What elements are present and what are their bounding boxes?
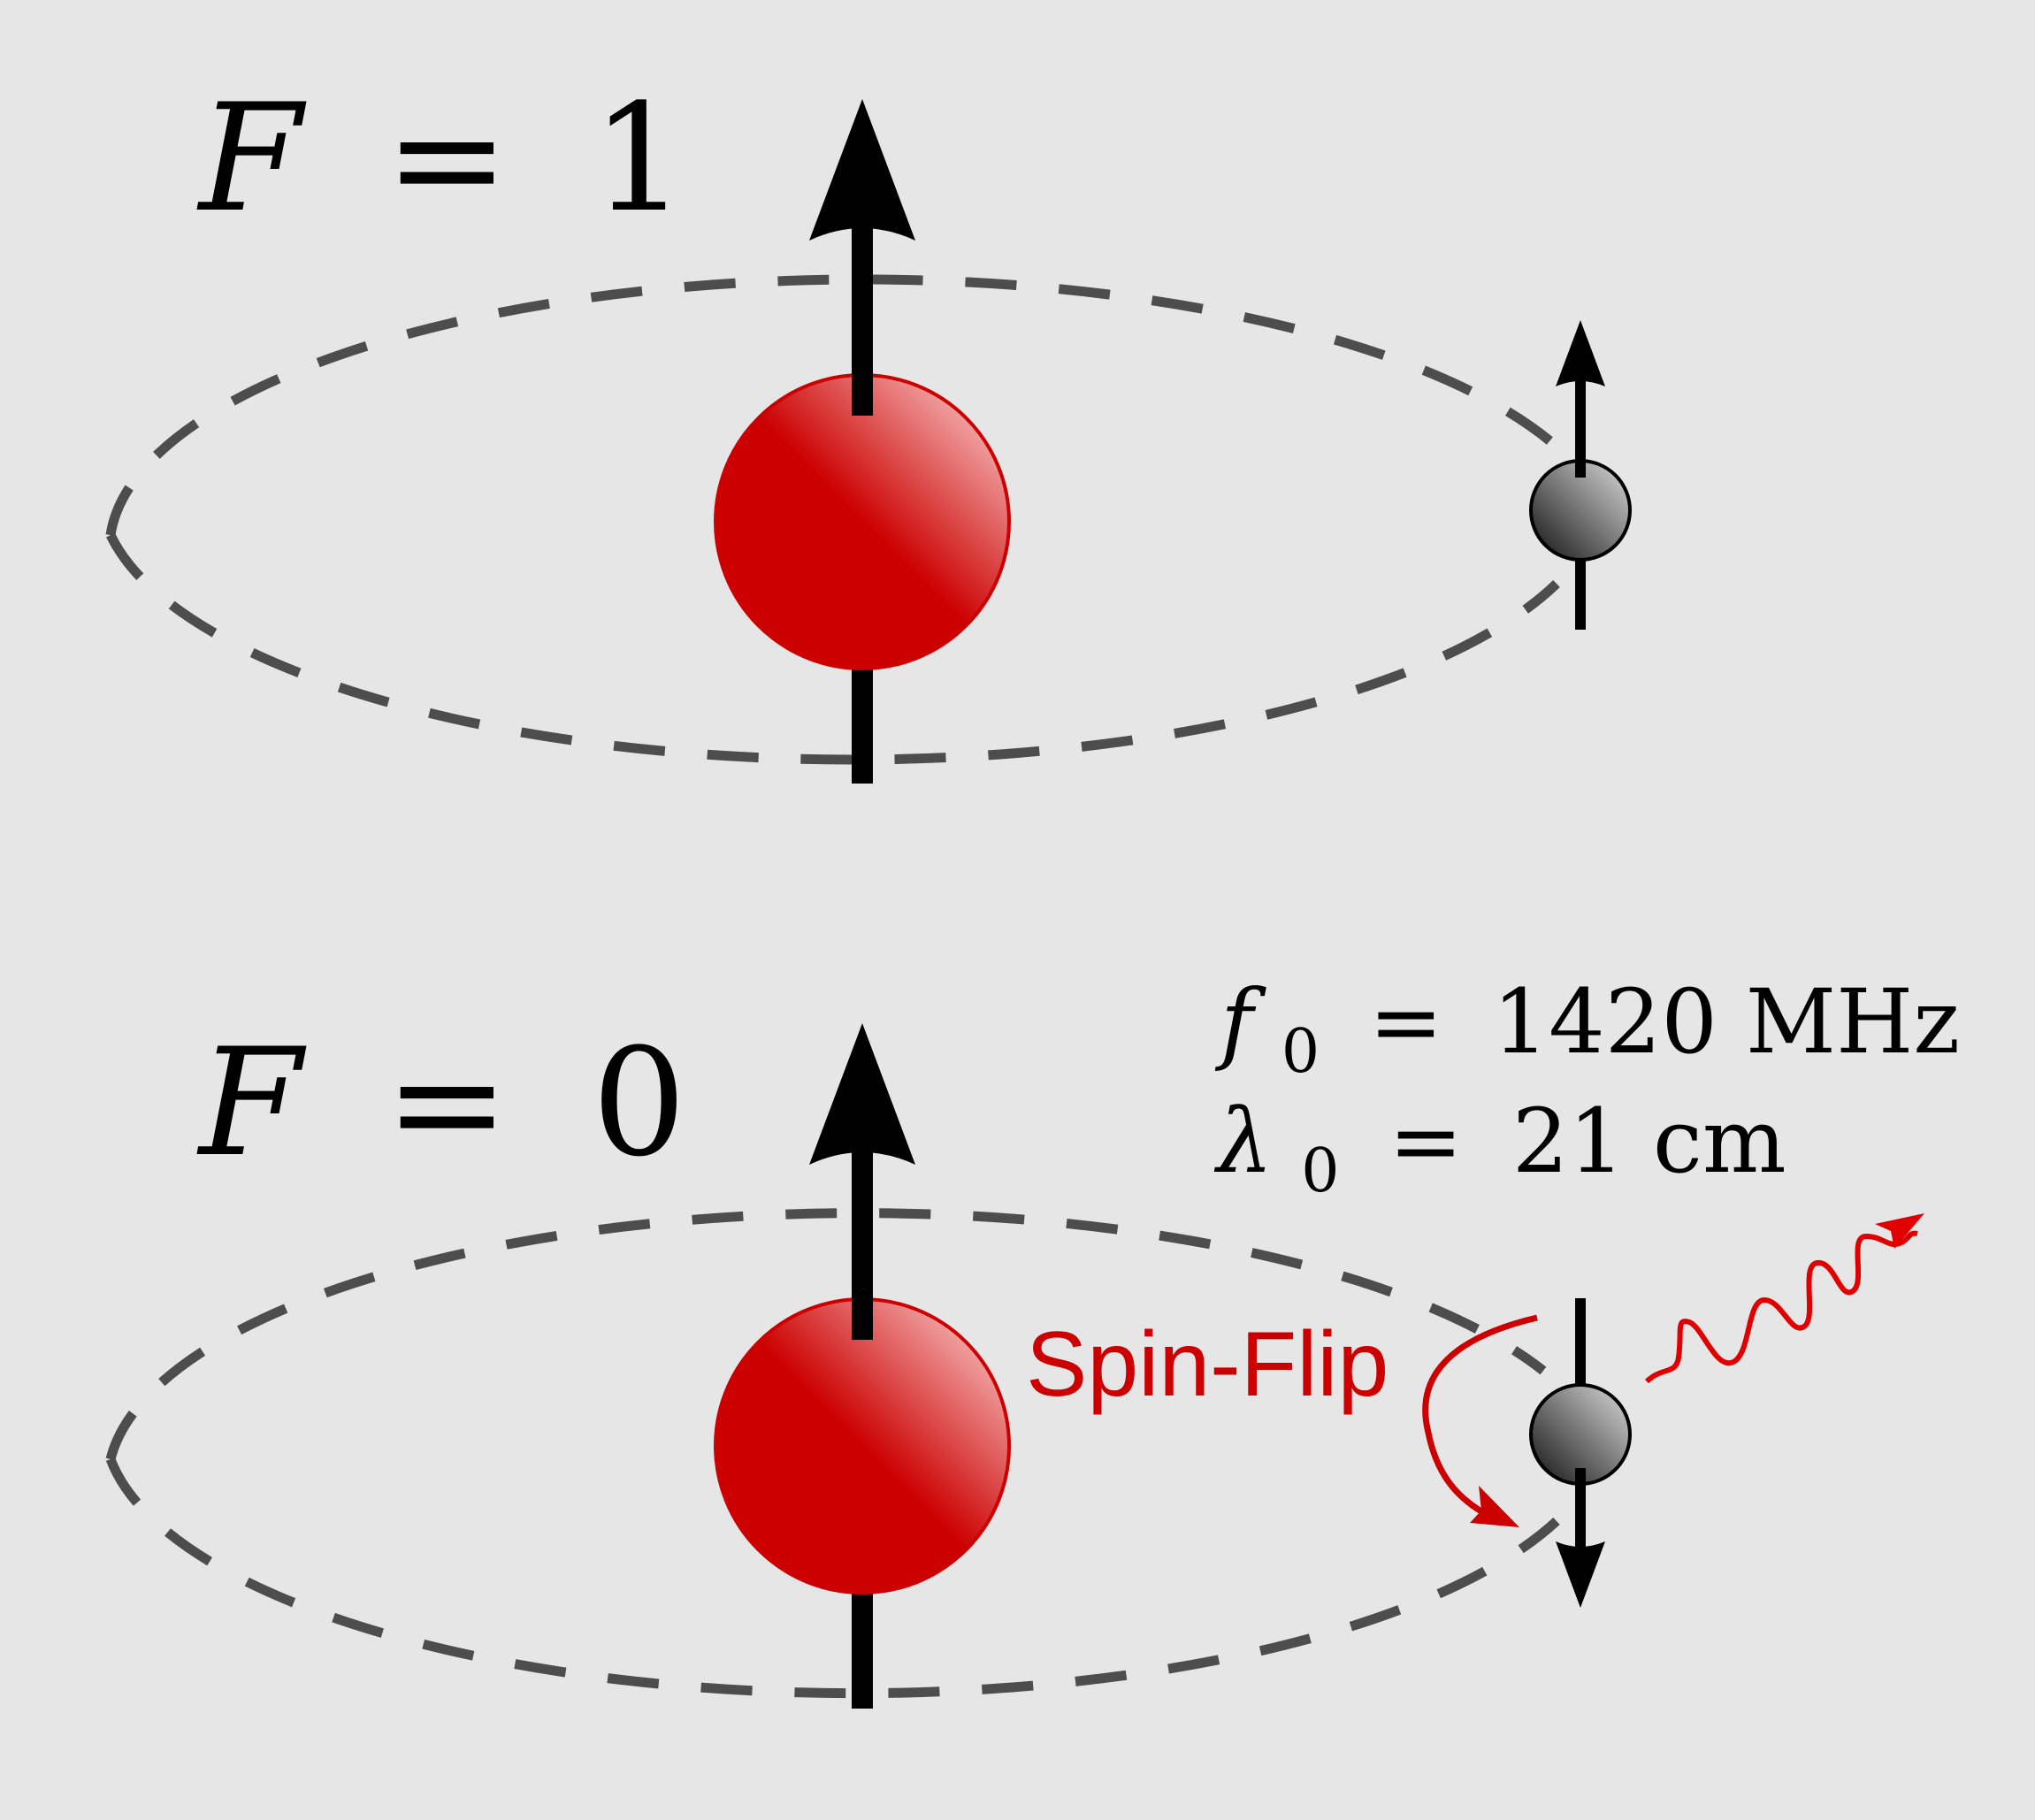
wavelength-eq: = (1389, 1090, 1463, 1193)
lower-state-label: F = 0 (196, 1016, 686, 1189)
upper-proton (714, 373, 1011, 670)
upper-electron-spin-arrow-icon (1556, 320, 1605, 386)
upper-state-val: 1 (592, 72, 686, 245)
spin-flip-curve (1422, 1314, 1538, 1518)
upper-orbit-front (106, 532, 1560, 765)
lower-orbit-back (105, 1208, 1547, 1461)
lower-state-group: Spin-Flip F = 0 f 0 = 1420 MHz λ 0 = 21 … (105, 970, 1960, 1709)
frequency-symbol: f (1214, 970, 1266, 1074)
lower-state-var: F (196, 1016, 307, 1189)
lower-state-eq: = (385, 1016, 509, 1189)
upper-state-eq: = (385, 72, 509, 245)
lower-orbit-front (105, 1457, 1560, 1699)
spin-flip-label: Spin-Flip (1026, 1313, 1389, 1416)
wavelength-symbol: λ (1213, 1090, 1273, 1193)
lower-proton (714, 1297, 1011, 1594)
photon-arrowhead-icon (1875, 1213, 1924, 1249)
frequency-eq: = (1369, 970, 1443, 1074)
upper-proton-spin-arrow-icon (809, 99, 915, 241)
upper-state-var: F (196, 72, 307, 245)
upper-orbit-back (105, 274, 1560, 536)
frequency-subscript: 0 (1281, 1017, 1320, 1087)
wavelength-subscript: 0 (1301, 1136, 1339, 1206)
upper-state-label: F = 1 (196, 72, 686, 245)
lower-electron-spin-arrow-icon (1556, 1541, 1605, 1608)
wavelength-value: 21 cm (1512, 1090, 1786, 1193)
frequency-value: 1420 MHz (1492, 970, 1960, 1074)
spin-flip-arrowhead-icon (1470, 1486, 1519, 1527)
upper-state-group: F = 1 (105, 72, 1632, 784)
frequency-label: f 0 = 1420 MHz (1214, 970, 1960, 1093)
lower-state-val: 0 (592, 1016, 686, 1189)
lower-proton-spin-arrow-icon (809, 1023, 915, 1165)
wavelength-label: λ 0 = 21 cm (1213, 1090, 1786, 1212)
photon-wave (1644, 1230, 1918, 1384)
